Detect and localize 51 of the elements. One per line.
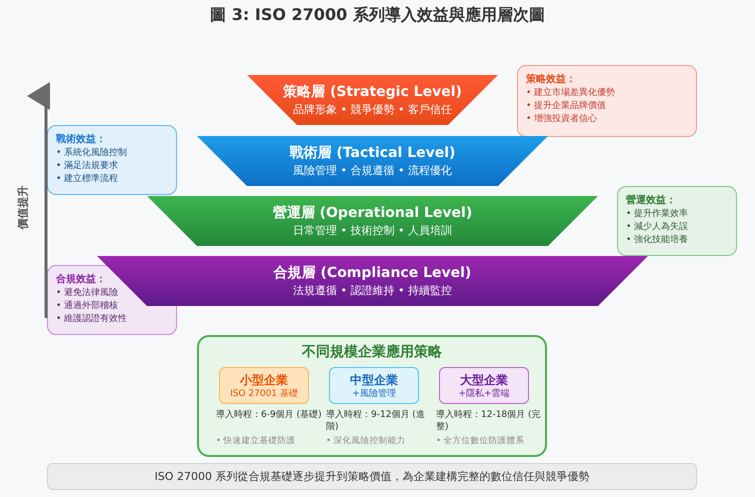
benefit-item: • 避免法律風險 (56, 287, 120, 300)
level-title: 合規層 (Compliance Level) (274, 264, 472, 283)
benefit-heading: 營運效益： (626, 194, 677, 208)
benefit-item: • 建立市場差異化優勢 (526, 87, 616, 100)
benefit-item: • 增強投資者信心 (526, 113, 598, 126)
enterprise-name: 大型企業 (459, 372, 509, 388)
level-band (197, 136, 548, 186)
enterprise-box (329, 367, 419, 404)
benefit-heading: 合規效益： (56, 272, 107, 287)
benefit-card (517, 65, 697, 137)
level-title: 戰術層 (Tactical Level) (290, 144, 456, 163)
benefit-item: • 減少人為失誤 (626, 221, 690, 234)
timeline-text: 導入時程：6-9個月 (基礎) (216, 409, 322, 421)
benefit-card (47, 125, 177, 195)
level-band (247, 75, 498, 125)
summary-text: ISO 27000 系列從合規基礎逐步提升到策略價值，為企業建構完整的數位信任與競爭優勢 (154, 469, 590, 484)
enterprise-name: 中型企業 (349, 372, 399, 388)
enterprise-name: 小型企業 (238, 372, 289, 388)
strategy-panel (197, 335, 547, 457)
panel-title: 不同規模企業應用策略 (300, 343, 443, 361)
benefit-item: • 通過外部稽核 (56, 300, 120, 313)
benefit-item: • 系統化風險控制 (56, 147, 128, 160)
enterprise-box (439, 367, 529, 404)
level-subtitle: 日常管理 • 技術控制 • 人員培訓 (293, 223, 452, 238)
level-subtitle: 品牌形象 • 競爭優勢 • 客戶信任 (293, 102, 452, 117)
level-subtitle: 風險管理 • 合規遵循 • 流程優化 (293, 163, 452, 178)
benefit-item: • 建立標準流程 (56, 173, 120, 186)
benefit-item: • 維護認證有效性 (56, 313, 128, 326)
benefit-item: • 提升作業效率 (626, 208, 690, 221)
axis-label: 價值提升 (16, 184, 30, 230)
benefit-card (617, 186, 737, 256)
level-title: 營運層 (Operational Level) (272, 204, 472, 223)
timeline-text: 導入時程：9-12個月 (進階) (326, 409, 426, 433)
enterprise-box (219, 367, 309, 404)
level-subtitle: 法規遵循 • 認證維持 • 持續監控 (293, 283, 452, 298)
benefit-item: • 提升企業品牌價值 (526, 100, 608, 113)
enterprise-scope: ISO 27001 基礎 (229, 388, 299, 401)
timeline-text: 導入時程：12-18個月 (完整) (436, 409, 542, 433)
level-title: 策略層 (Strategic Level) (283, 83, 462, 102)
diagram-title: 圖 3: ISO 27000 系列導入效益與應用層次圖 (209, 5, 546, 26)
enterprise-scope: +隱私+雲端 (457, 388, 511, 401)
strategy-note: • 全方位數位防護體系 (436, 435, 526, 447)
benefit-item: • 強化技能培養 (626, 234, 690, 247)
strategy-note: • 深化風險控制能力 (326, 435, 407, 447)
benefit-heading: 戰術效益： (56, 132, 107, 147)
level-band (147, 196, 598, 246)
benefit-heading: 策略效益： (526, 72, 577, 87)
summary-bar (47, 463, 697, 490)
enterprise-scope: +風險管理 (351, 388, 397, 401)
strategy-note: • 快速建立基礎防護 (216, 435, 297, 447)
benefit-item: • 滿足法規要求 (56, 160, 120, 173)
